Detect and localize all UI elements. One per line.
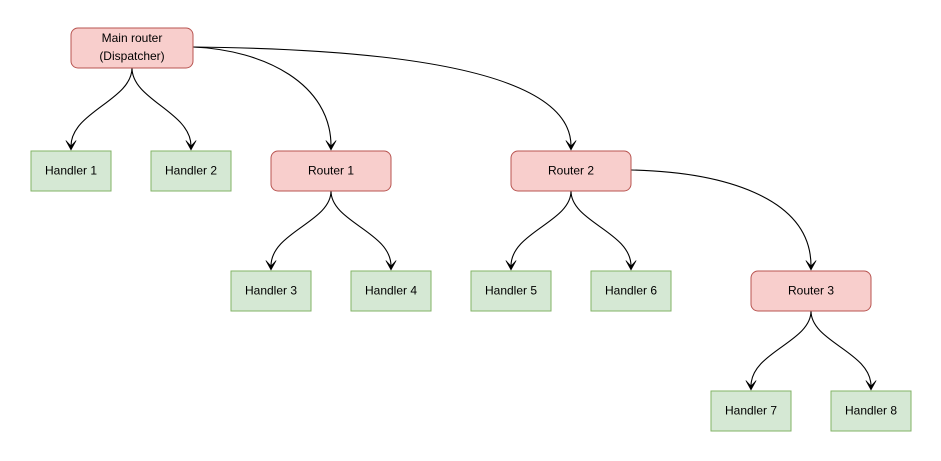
- node-box-handler-6[interactable]: [590, 270, 672, 312]
- edge-router-2-to-router-3: [630, 169, 812, 267]
- node-handler-6[interactable]: Handler 6: [590, 270, 672, 312]
- node-box-handler-4[interactable]: [350, 270, 432, 312]
- node-box-handler-2[interactable]: [150, 150, 232, 192]
- edge-main-router-to-handler-2: [131, 67, 192, 147]
- arrowhead-icon: [805, 260, 817, 271]
- node-box-router-1[interactable]: [270, 150, 392, 192]
- node-handler-7[interactable]: Handler 7: [710, 390, 792, 432]
- node-main-router[interactable]: Main router(Dispatcher): [70, 27, 194, 69]
- edge-main-router-to-router-2: [192, 46, 572, 147]
- arrowhead-icon: [185, 140, 197, 151]
- node-handler-2[interactable]: Handler 2: [150, 150, 232, 192]
- node-handler-5[interactable]: Handler 5: [470, 270, 552, 312]
- arrowhead-icon: [565, 140, 577, 151]
- arrowhead-icon: [745, 380, 757, 391]
- arrowhead-icon: [865, 380, 877, 391]
- node-box-router-2[interactable]: [510, 150, 632, 192]
- arrowhead-icon: [625, 260, 637, 271]
- node-handler-4[interactable]: Handler 4: [350, 270, 432, 312]
- node-handler-1[interactable]: Handler 1: [30, 150, 112, 192]
- edge-main-router-to-router-1: [192, 46, 332, 147]
- node-router-3[interactable]: Router 3: [750, 270, 872, 312]
- edge-router-1-to-handler-4: [330, 190, 392, 267]
- node-box-handler-8[interactable]: [830, 390, 912, 432]
- edge-router-3-to-handler-7: [750, 310, 812, 387]
- node-box-handler-1[interactable]: [30, 150, 112, 192]
- arrowhead-icon: [65, 140, 77, 151]
- edge-router-2-to-handler-6: [570, 190, 632, 267]
- edge-main-router-to-handler-1: [70, 67, 133, 147]
- arrowheads-layer: [65, 140, 877, 391]
- node-box-handler-5[interactable]: [470, 270, 552, 312]
- arrowhead-icon: [505, 260, 517, 271]
- nodes-layer: Main router(Dispatcher) Handler 1 Handler …: [30, 27, 912, 432]
- edges-layer: [70, 46, 872, 387]
- node-box-router-3[interactable]: [750, 270, 872, 312]
- node-box-handler-7[interactable]: [710, 390, 792, 432]
- node-router-2[interactable]: Router 2: [510, 150, 632, 192]
- edge-router-3-to-handler-8: [810, 310, 872, 387]
- arrowhead-icon: [385, 260, 397, 271]
- edge-router-1-to-handler-3: [270, 190, 332, 267]
- arrowhead-icon: [325, 140, 337, 151]
- edge-router-2-to-handler-5: [510, 190, 572, 267]
- node-box-main-router[interactable]: [70, 27, 194, 69]
- node-router-1[interactable]: Router 1: [270, 150, 392, 192]
- arrowhead-icon: [265, 260, 277, 271]
- node-box-handler-3[interactable]: [230, 270, 312, 312]
- node-handler-8[interactable]: Handler 8: [830, 390, 912, 432]
- node-handler-3[interactable]: Handler 3: [230, 270, 312, 312]
